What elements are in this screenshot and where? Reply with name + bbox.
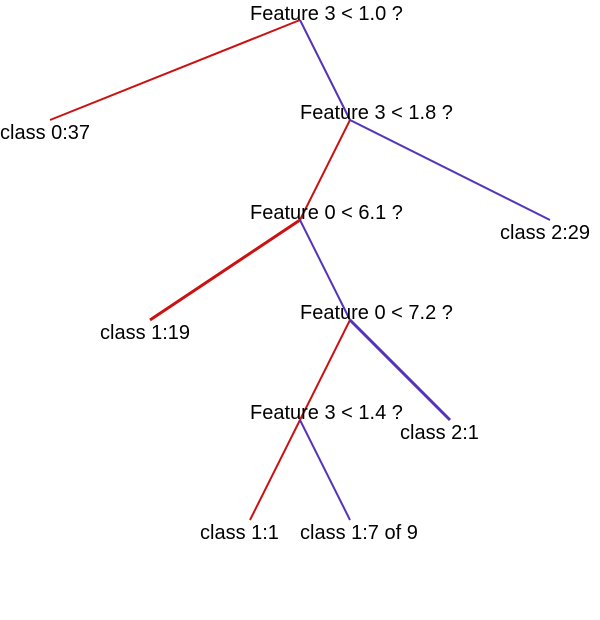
edge-n1-n2: [49, 19, 301, 121]
edge-n3-n4: [299, 119, 351, 221]
leaf-class2-1: class 2:1: [400, 422, 479, 444]
leaf-class1-1: class 1:1: [200, 522, 279, 544]
edge-n3-n5: [349, 119, 551, 221]
edge-n1-n3: [299, 19, 351, 121]
leaf-class1-19: class 1:19: [100, 322, 190, 344]
edge-n8-n10: [249, 419, 301, 521]
edge-n4-n6: [149, 218, 301, 322]
leaf-class2-29: class 2:29: [500, 222, 590, 244]
node-feature3-lt-1.0: Feature 3 < 1.0 ?: [250, 3, 403, 25]
node-feature3-lt-1.4: Feature 3 < 1.4 ?: [250, 402, 403, 424]
node-feature3-lt-1.8: Feature 3 < 1.8 ?: [300, 102, 453, 124]
edge-n7-n8: [299, 319, 351, 421]
edge-n4-n7: [299, 219, 351, 321]
edge-n7-n9: [348, 318, 452, 422]
leaf-class0-37: class 0:37: [0, 122, 90, 144]
node-feature0-lt-7.2: Feature 0 < 7.2 ?: [300, 302, 453, 324]
edge-n8-n11: [299, 419, 351, 521]
leaf-class1-7-of-9: class 1:7 of 9: [300, 522, 418, 544]
node-feature0-lt-6.1: Feature 0 < 6.1 ?: [250, 202, 403, 224]
